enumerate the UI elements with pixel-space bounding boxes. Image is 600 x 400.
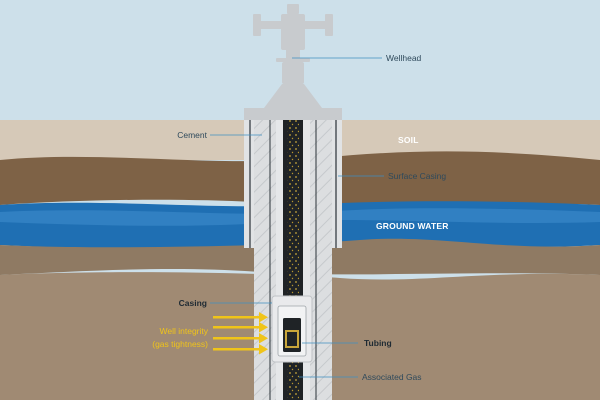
label-well-integrity: Well integrity [160,326,209,336]
arrow-right-icon [213,312,268,323]
label-gas-tightness: (gas tightness) [152,339,208,349]
arrow-right-icon [213,333,268,344]
label-wellhead: Wellhead [386,53,422,63]
label-ground-water: GROUND WATER [376,221,449,231]
label-cement: Cement [177,130,207,140]
casing-detail [271,295,313,363]
arrow-right-icon [213,322,268,333]
arrow-right-icon [213,344,268,355]
label-associated-gas: Associated Gas [362,372,422,382]
label-casing: Casing [179,298,207,308]
label-soil: SOIL [398,135,419,145]
label-tubing: Tubing [364,338,392,348]
well-integrity-arrows [213,312,268,355]
leader-lines [210,57,384,378]
label-surface-casing: Surface Casing [388,171,446,181]
wellhead-assembly [244,4,342,120]
